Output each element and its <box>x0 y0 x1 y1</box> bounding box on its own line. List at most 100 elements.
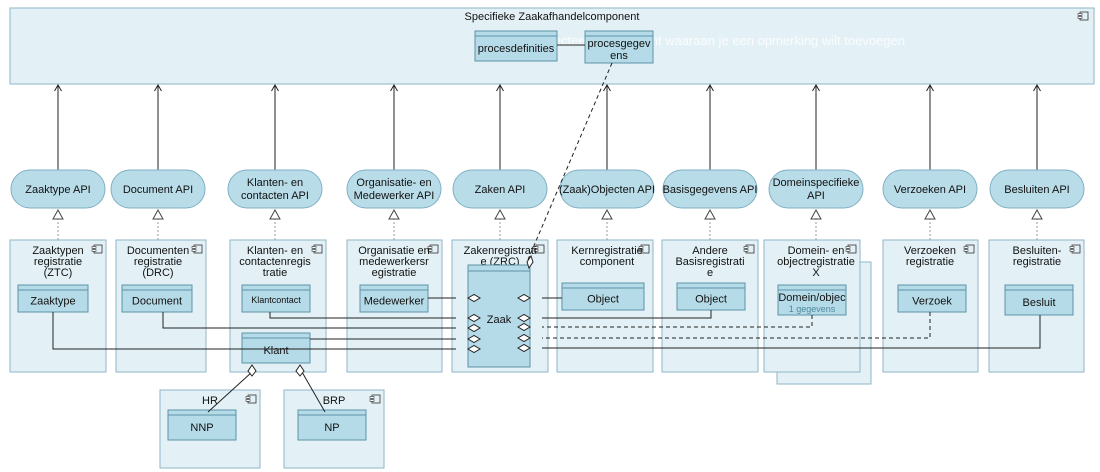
kern-object-box-label: Object <box>587 294 619 306</box>
bottom-inner-0[interactable]: NNP <box>167 409 237 441</box>
domein-object-box-sublabel: 1 gegevens <box>789 304 836 314</box>
arrow-head <box>154 84 162 92</box>
api-pill-1[interactable] <box>110 169 206 209</box>
arrow-head <box>54 84 62 92</box>
component-label: e <box>707 267 713 279</box>
api-label: Basisgegevens API <box>663 184 758 196</box>
kern-object-box[interactable]: Object <box>561 282 645 311</box>
component-label: egistratie <box>372 267 417 279</box>
procesgegevens-label-1: procesgegev <box>588 38 651 50</box>
api-label: Besluiten API <box>1004 184 1069 196</box>
component-label: Zaaktypen <box>32 245 83 257</box>
arrow-head <box>271 84 279 92</box>
api-label: API <box>807 190 825 202</box>
verzoek-box[interactable]: Verzoek <box>897 284 967 313</box>
realization-triangle <box>924 208 936 220</box>
zaak-label: Zaak <box>487 314 512 326</box>
component-label: tratie <box>263 267 287 279</box>
api-label: Verzoeken API <box>894 184 966 196</box>
document-box-label: Document <box>132 296 182 308</box>
component-label: Klanten- en <box>247 245 303 257</box>
aggregation-diamond <box>467 334 481 344</box>
besluit-box-label: Besluit <box>1022 297 1055 309</box>
component-label: (DRC) <box>142 267 173 279</box>
arrow-head <box>496 84 504 92</box>
zaaktype-box[interactable]: Zaaktype <box>17 284 89 313</box>
bottom-inner-0-label: NNP <box>190 422 213 434</box>
realization-triangle <box>388 208 400 220</box>
document-box[interactable]: Document <box>121 284 193 313</box>
api-label: Klanten- en <box>247 177 303 189</box>
aggregation-diamond <box>526 254 534 270</box>
besluit-zaak-connector <box>542 315 1041 349</box>
aggregation-diamond <box>295 364 305 377</box>
api-pill-7[interactable] <box>768 169 864 209</box>
component-label: objectregistratie <box>777 256 855 268</box>
aggregation-diamond <box>467 293 481 303</box>
basis-object-box[interactable]: Object <box>676 282 746 311</box>
api-pill-4[interactable] <box>452 169 548 209</box>
arrow-head <box>603 84 611 92</box>
klant-nnp-connector <box>207 371 253 413</box>
besluit-box[interactable]: Besluit <box>1004 284 1074 316</box>
realization-triangle <box>810 208 822 220</box>
component-icon <box>427 244 439 254</box>
component-icon <box>638 244 650 254</box>
api-pill-0[interactable] <box>10 169 106 209</box>
api-label: (Zaak)Objecten API <box>559 184 655 196</box>
component-label: Andere <box>692 245 727 257</box>
api-pill-8[interactable] <box>882 169 978 209</box>
arrow-head <box>706 84 714 92</box>
component-label: contactenregis <box>239 256 311 268</box>
api-pill-5[interactable] <box>559 169 655 209</box>
zaaktype-box-label: Zaaktype <box>30 296 75 308</box>
component-icon <box>533 244 545 254</box>
aggregation-diamond <box>467 313 481 323</box>
component-label: Besluiten- <box>1013 245 1062 257</box>
klantcontact-label: Klantcontact <box>251 295 301 305</box>
basis-object-box-label: Object <box>695 294 727 306</box>
aggregation-diamond <box>517 293 531 303</box>
klantcontact-zaak-connector <box>269 312 456 319</box>
aggregation-diamond <box>467 323 481 333</box>
zaaktype-zaak-connector <box>52 312 456 350</box>
component-icon <box>1077 11 1089 21</box>
component-label: Verzoeken <box>904 245 956 257</box>
verzoek-zaak-connector <box>542 312 931 339</box>
component-label: registratie <box>134 256 182 268</box>
klant-box[interactable]: Klant <box>241 332 311 364</box>
basisobject-zaak-connector <box>542 310 712 319</box>
realization-triangle <box>704 208 716 220</box>
component-label: registratie <box>34 256 82 268</box>
component-icon <box>91 244 103 254</box>
component-icon <box>743 244 755 254</box>
verzoek-box-label: Verzoek <box>912 296 952 308</box>
api-label: Organisatie- en <box>356 177 431 189</box>
arrow-head <box>1033 84 1041 92</box>
procesdefinities-box[interactable]: procesdefinities <box>474 30 558 62</box>
aggregation-diamond <box>247 364 257 377</box>
api-pill-9[interactable] <box>989 169 1085 209</box>
procesgegevens-zaak-connector <box>526 62 613 263</box>
component-icon <box>369 394 381 404</box>
api-pill-6[interactable] <box>662 169 758 209</box>
bottom-inner-1[interactable]: NP <box>297 409 367 441</box>
aggregation-diamond <box>517 333 531 343</box>
document-zaak-connector <box>162 312 456 329</box>
component-icon <box>191 244 203 254</box>
component-label: Basisregistrati <box>675 256 744 268</box>
api-pill-3[interactable] <box>346 169 442 209</box>
api-label: Zaken API <box>475 184 526 196</box>
component-label: Domein- en <box>788 245 845 257</box>
aggregation-diamond <box>517 322 531 332</box>
aggregation-diamond <box>517 343 531 353</box>
realization-triangle <box>1031 208 1043 220</box>
aggregation-diamond <box>517 313 531 323</box>
api-pill-2[interactable] <box>227 169 323 209</box>
klantcontact-box[interactable]: Klantcontact <box>241 284 311 313</box>
arrow-head <box>812 84 820 92</box>
api-label: Zaaktype API <box>25 184 90 196</box>
medewerker-box[interactable]: Medewerker <box>359 284 429 313</box>
